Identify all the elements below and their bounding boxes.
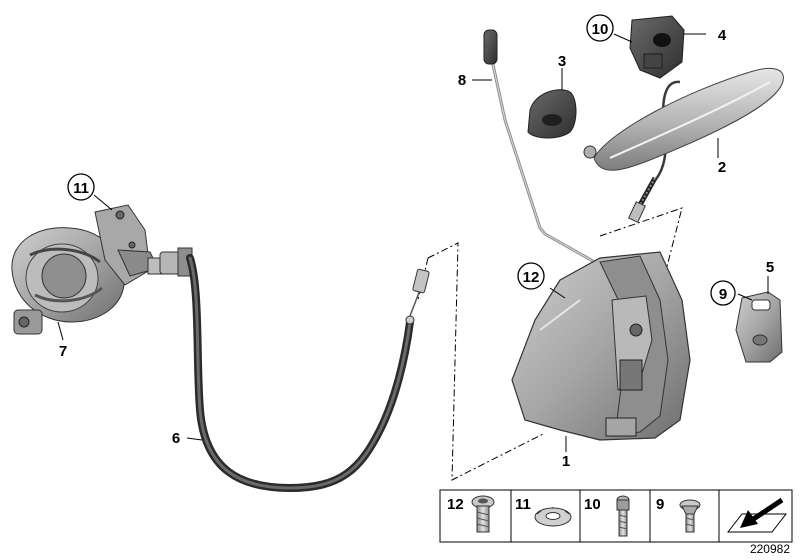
callout-label: 6 — [172, 430, 180, 447]
door-lock-part-1 — [511, 251, 691, 441]
diagram-id: 220982 — [750, 542, 790, 556]
callout-label: 3 — [558, 53, 566, 70]
callout-11: 11 — [67, 173, 95, 201]
callout-circle — [586, 14, 614, 42]
bracket-part-4 — [629, 15, 685, 79]
callout-7: 7 — [59, 343, 67, 360]
callout-6: 6 — [172, 430, 180, 447]
callout-label: 5 — [766, 259, 774, 276]
bowden-cable-part-6 — [159, 247, 430, 493]
callout-2: 2 — [718, 159, 726, 176]
callout-label: 2 — [718, 159, 726, 176]
legend-label: 11 — [515, 496, 531, 513]
callout-label: 10 — [592, 21, 609, 38]
callouts: 1 2 3 4 5 6 7 8 9 10 — [59, 14, 774, 470]
callout-label: 4 — [718, 27, 727, 44]
plate-arrow-icon — [726, 497, 788, 533]
lock-washer-icon — [534, 507, 572, 527]
callout-label: 1 — [562, 453, 570, 470]
bolt-icon — [616, 495, 630, 537]
callout-circle — [67, 173, 95, 201]
legend-cell-11: 11 — [515, 496, 572, 527]
callout-label: 12 — [523, 269, 540, 286]
torx-screw-icon — [471, 495, 495, 533]
callout-circle — [517, 262, 545, 290]
door-handle-part-2 — [583, 68, 784, 223]
callout-12: 12 — [517, 262, 545, 290]
callout-3: 3 — [558, 53, 566, 70]
callout-4: 4 — [718, 27, 727, 44]
cover-part-3 — [527, 89, 577, 139]
leader-lines — [57, 33, 769, 452]
callout-9: 9 — [710, 280, 736, 306]
callout-8: 8 — [458, 72, 466, 89]
callout-10: 10 — [586, 14, 614, 42]
legend-label: 12 — [447, 496, 464, 513]
callout-1: 1 — [562, 453, 570, 470]
striker-part-5 — [735, 291, 783, 363]
callout-5: 5 — [766, 259, 774, 276]
legend-strip: 12 11 10 — [439, 489, 793, 543]
screw-icon — [679, 499, 701, 533]
legend-cell-9: 9 — [656, 496, 701, 533]
legend-label: 9 — [656, 496, 664, 513]
callout-label: 9 — [719, 286, 727, 303]
legend-label: 10 — [584, 496, 601, 513]
callout-label: 11 — [73, 180, 89, 197]
legend-cell-10: 10 — [584, 495, 630, 537]
lock-actuator-part-7 — [11, 204, 167, 335]
rod-part-8 — [483, 29, 601, 267]
legend-cell-12: 12 — [447, 495, 495, 533]
callout-label: 7 — [59, 343, 67, 360]
callout-circle — [710, 280, 736, 306]
callout-label: 8 — [458, 72, 466, 89]
